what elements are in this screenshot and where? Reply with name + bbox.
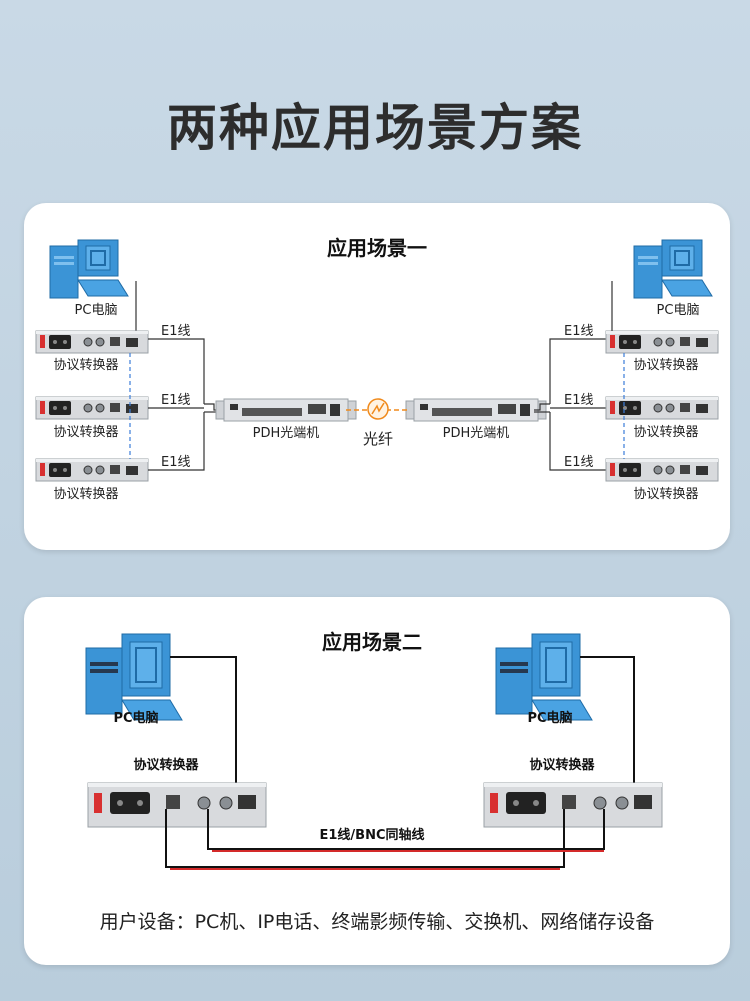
e1-label-right-3: E1线 [564,455,594,470]
e1-label-right-2: E1线 [564,393,594,408]
optical-terminal-icon [215,398,357,422]
converter-label-left-2: 协议转换器 [53,425,118,440]
converter-device-icon [605,396,719,420]
scenario-one-title: 应用场景一 [327,236,427,260]
pc-icon [85,633,183,721]
user-equipment-footer: 用户设备：PC机、IP电话、终端影频传输、交换机、网络储存设备 [99,911,655,933]
pc-icon [495,633,593,721]
e1-label-left-2: E1线 [161,393,191,408]
scenario-two-diagram: 应用场景二 PC电脑 PC电脑 协议转换器 协议转换器 E1线/BNC同轴线 [85,630,663,870]
scenario-one-diagram: 应用场景一 PC电脑 协议转换器 协议转换器 协议转换器 E1线 E1线 E1线… [35,236,719,502]
scenario-one-card: 应用场景一 PC电脑 协议转换器 协议转换器 协议转换器 E1线 E1线 E1线… [24,203,730,550]
pc-label-right: PC电脑 [657,303,700,318]
converter-label-left-3: 协议转换器 [53,487,118,502]
e1-label-left-3: E1线 [161,455,191,470]
pc-icon [633,239,713,299]
pc-icon [49,239,129,299]
converter-label-right-2: 协议转换器 [633,425,698,440]
optical-label-left: PDH光端机 [253,426,320,441]
page-title: 两种应用场景方案 [167,99,583,157]
pc-label-left: PC电脑 [75,303,118,318]
scenario-two-card: 应用场景二 PC电脑 PC电脑 协议转换器 协议转换器 E1线/BNC同轴线 用… [24,597,730,965]
converter-device-icon [87,782,267,828]
converter-label-right-3: 协议转换器 [633,487,698,502]
converter-label-right: 协议转换器 [529,757,595,773]
converter-device-icon [35,330,149,354]
e1-label-left-1: E1线 [161,324,191,339]
pc-label-right: PC电脑 [527,710,572,726]
fiber-label: 光纤 [363,430,393,448]
fiber-icon [367,398,389,420]
optical-terminal-icon [405,398,547,422]
converter-label-left: 协议转换器 [133,757,199,773]
converter-device-icon [483,782,663,828]
converter-device-icon [605,330,719,354]
converter-device-icon [605,458,719,482]
cable-label: E1线/BNC同轴线 [319,827,424,843]
converter-label-left-1: 协议转换器 [53,358,118,373]
optical-label-right: PDH光端机 [443,426,510,441]
converter-device-icon [35,458,149,482]
e1-label-right-1: E1线 [564,324,594,339]
converter-device-icon [35,396,149,420]
scenario-two-title: 应用场景二 [322,630,422,654]
converter-label-right-1: 协议转换器 [633,358,698,373]
pc-label-left: PC电脑 [113,710,158,726]
